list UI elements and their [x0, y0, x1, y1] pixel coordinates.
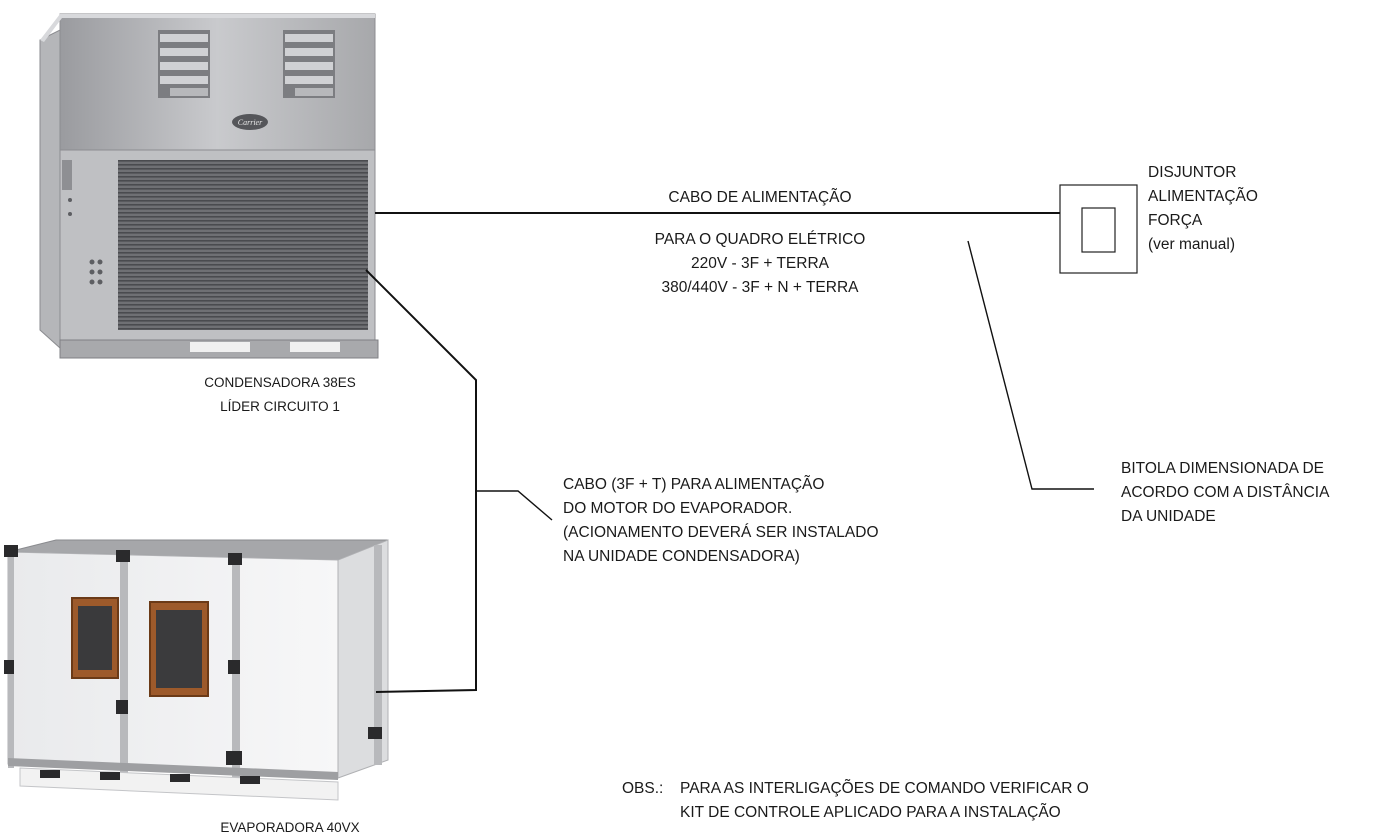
evaporator-unit-image	[4, 539, 389, 801]
power-cable-title: CABO DE ALIMENTAÇÃO	[668, 189, 852, 206]
brand-logo-text: Carrier	[238, 118, 263, 127]
power-cable-spec-line: 380/440V - 3F + N + TERRA	[661, 279, 859, 296]
gauge-label-line: BITOLA DIMENSIONADA DE	[1121, 460, 1324, 477]
motor-cable-label-line: CABO (3F + T) PARA ALIMENTAÇÃO	[563, 476, 825, 493]
motor-cable-label: CABO (3F + T) PARA ALIMENTAÇÃO DO MOTOR …	[563, 473, 879, 569]
note-text-line: PARA AS INTERLIGAÇÕES DE COMANDO VERIFIC…	[680, 780, 1089, 797]
louver-right	[283, 30, 335, 98]
motor-cable-label-line: DO MOTOR DO EVAPORADOR.	[563, 500, 793, 517]
note-text: PARA AS INTERLIGAÇÕES DE COMANDO VERIFIC…	[680, 777, 1089, 825]
note-text-line: KIT DE CONTROLE APLICADO PARA A INSTALAÇ…	[680, 804, 1061, 821]
power-cable-spec-line: 220V - 3F + TERRA	[691, 255, 829, 272]
brand-logo	[232, 114, 268, 130]
motor-cable-label-line: (ACIONAMENTO DEVERÁ SER INSTALADO	[563, 524, 879, 541]
gauge-label-line: ACORDO COM A DISTÂNCIA	[1121, 484, 1330, 501]
gauge-label: BITOLA DIMENSIONADA DE ACORDO COM A DIST…	[1121, 457, 1329, 529]
condenser-label: CONDENSADORA 38ES LÍDER CIRCUITO 1	[180, 371, 380, 419]
condenser-label-line: LÍDER CIRCUITO 1	[220, 399, 340, 414]
breaker-label-line: (ver manual)	[1148, 236, 1235, 253]
gauge-leader-line	[967, 240, 1094, 490]
motor-cable-line	[365, 269, 477, 693]
breaker-label: DISJUNTOR ALIMENTAÇÃO FORÇA (ver manual)	[1148, 161, 1258, 257]
gauge-label-line: DA UNIDADE	[1121, 508, 1216, 525]
evaporator-label: EVAPORADORA 40VX	[220, 820, 360, 835]
breaker-label-line: ALIMENTAÇÃO	[1148, 188, 1258, 205]
power-cable-spec-line: PARA O QUADRO ELÉTRICO	[654, 231, 866, 248]
note-prefix: OBS.:	[622, 780, 664, 797]
condenser-coil	[118, 160, 368, 330]
breaker-switch	[1081, 207, 1116, 253]
breaker-label-line: DISJUNTOR	[1148, 164, 1237, 181]
louver-left	[158, 30, 210, 98]
motor-cable-label-line: NA UNIDADE CONDENSADORA)	[563, 548, 800, 565]
condenser-unit-image: Carrier	[39, 13, 379, 359]
condenser-label-line: CONDENSADORA 38ES	[204, 375, 356, 390]
motor-cable-leader-line	[476, 490, 553, 521]
power-cable-spec: PARA O QUADRO ELÉTRICO 220V - 3F + TERRA…	[560, 228, 960, 300]
breaker-box	[1059, 184, 1138, 274]
breaker-label-line: FORÇA	[1148, 212, 1203, 229]
